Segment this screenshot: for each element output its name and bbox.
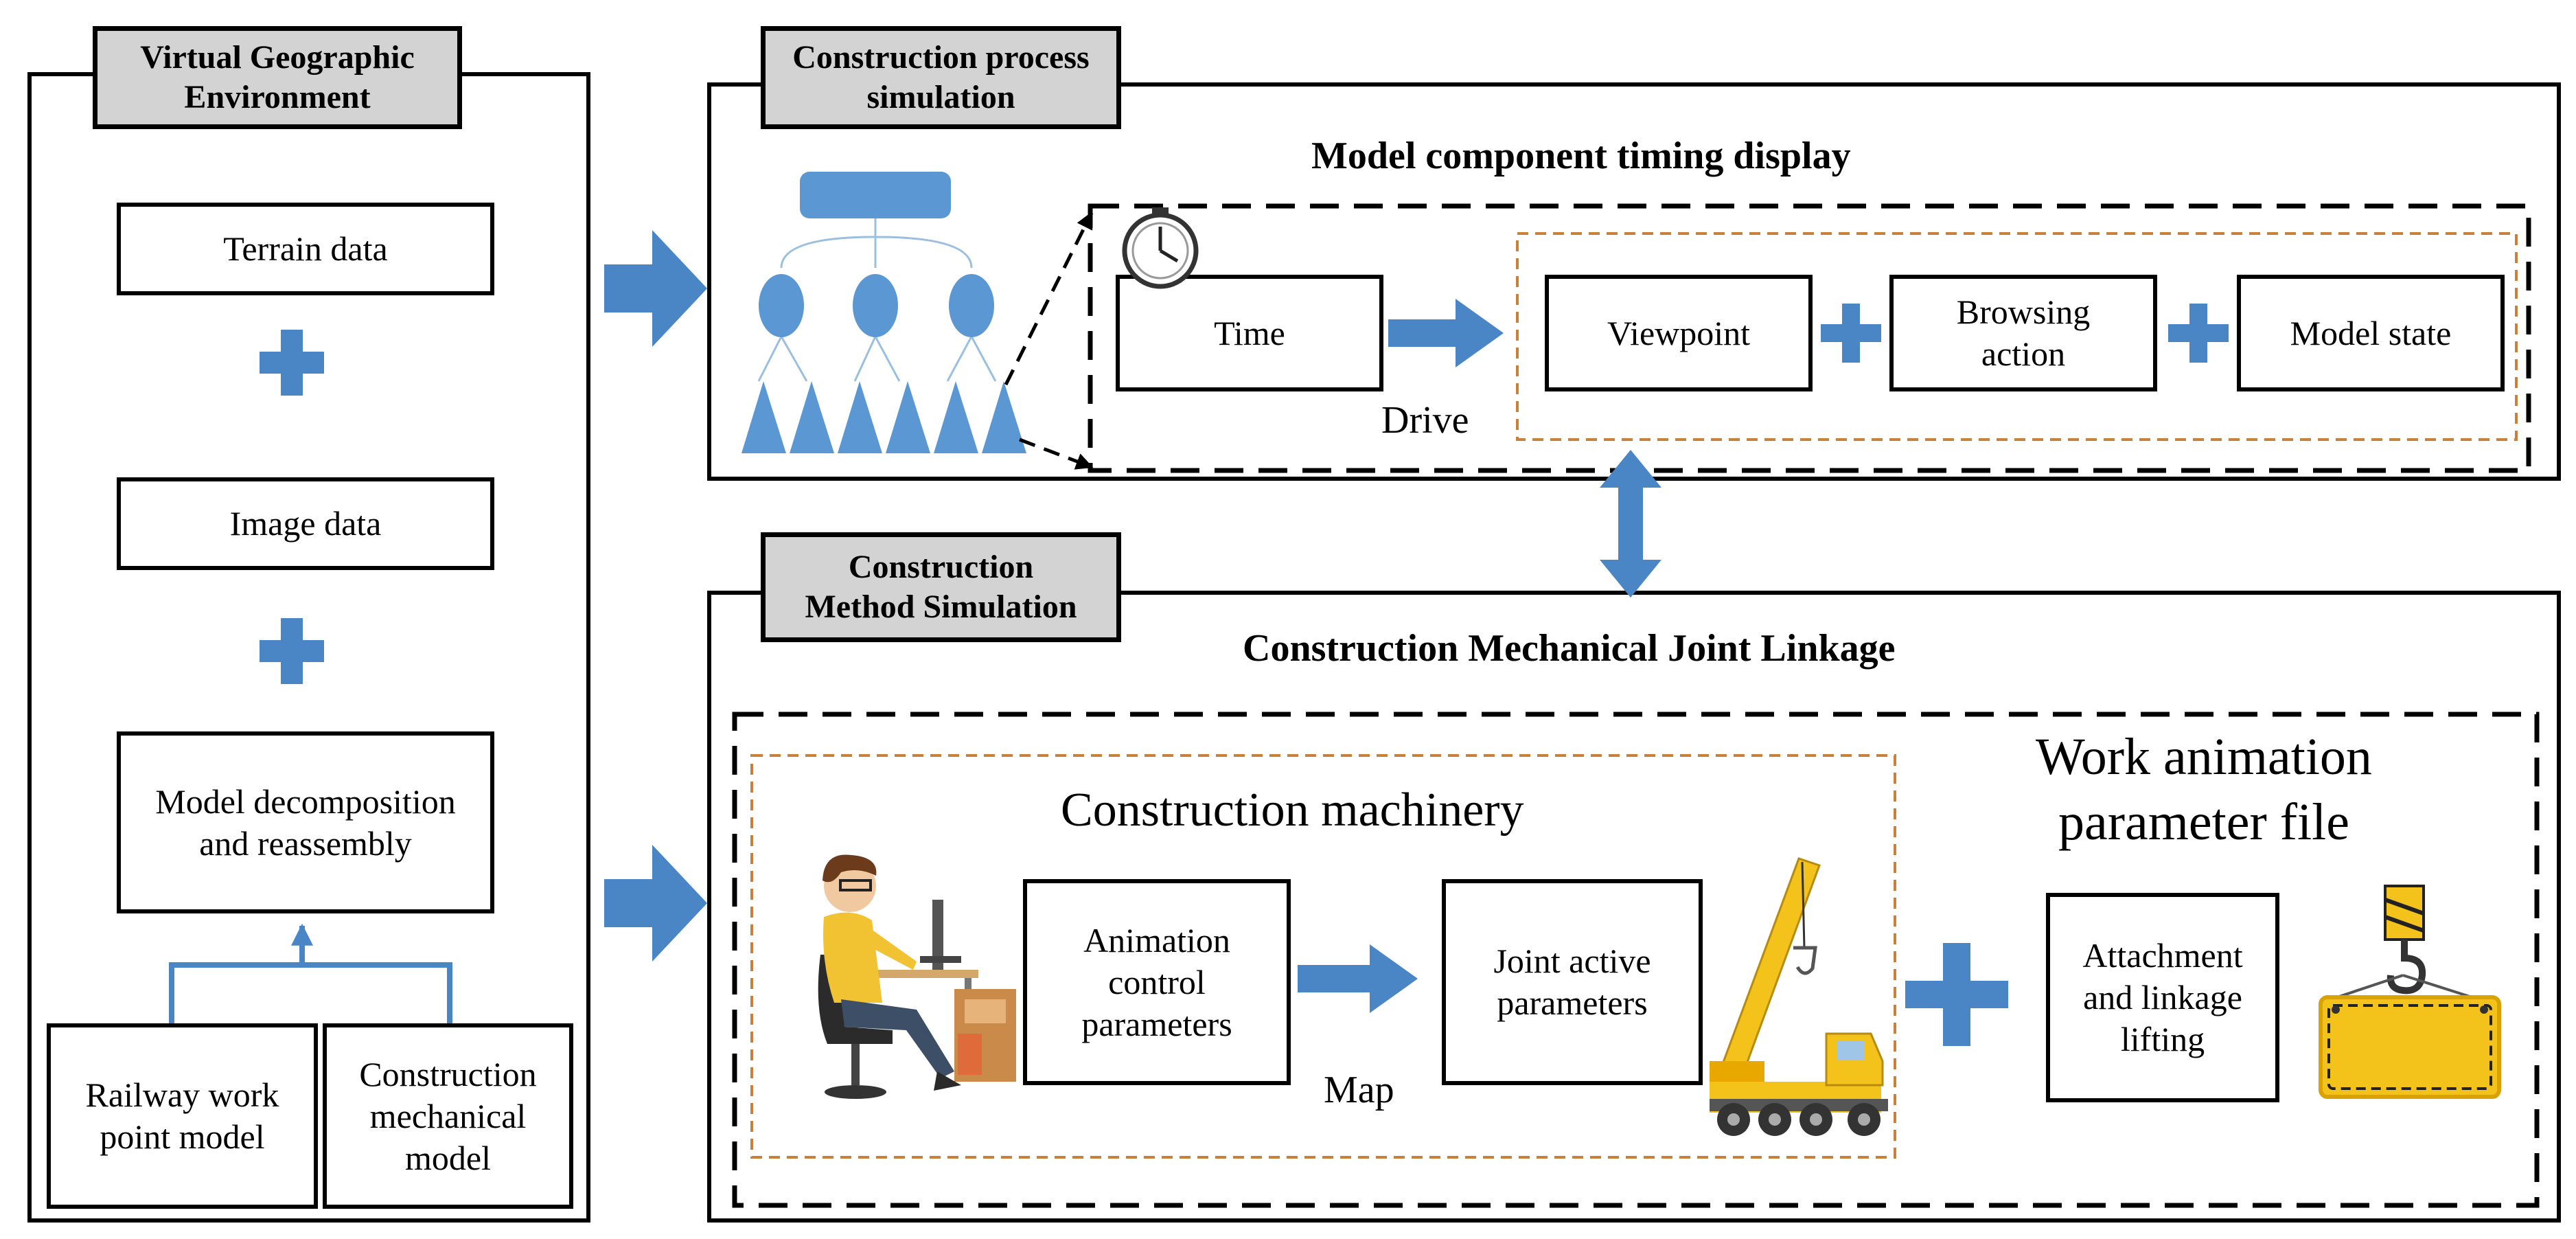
plus-icon xyxy=(260,330,324,396)
mechanical-model-text: Construction mechanical model xyxy=(359,1054,537,1177)
right-arrow-icon xyxy=(604,845,707,962)
terrain-data-text: Terrain data xyxy=(223,229,388,268)
hook-sign-icon xyxy=(2319,885,2501,1099)
model-decomposition-text: Model decomposition and reassembly xyxy=(155,782,456,863)
joint-active-text: Joint active parameters xyxy=(1493,942,1651,1022)
process-simulation-title: Construction process simulation xyxy=(761,26,1121,129)
viewpoint-box: Viewpoint xyxy=(1545,275,1813,391)
railway-model-text: Railway work point model xyxy=(85,1076,279,1156)
crane-truck-icon xyxy=(1710,857,1888,1136)
time-box: Time xyxy=(1116,275,1383,391)
plus-icon xyxy=(1821,304,1881,363)
work-animation-text: Work animation parameter file xyxy=(2036,728,2372,851)
timing-display-subtitle: Model component timing display xyxy=(1311,135,1851,177)
connector-lines xyxy=(169,923,452,1023)
process-simulation-title-text: Construction process simulation xyxy=(792,39,1090,115)
model-decomposition-box: Model decomposition and reassembly xyxy=(117,731,494,913)
railway-model-box: Railway work point model xyxy=(47,1023,318,1209)
state-orange-frame xyxy=(1516,232,2518,441)
worker-at-desk-icon xyxy=(818,854,1016,1099)
time-text: Time xyxy=(1214,313,1285,352)
viewpoint-text: Viewpoint xyxy=(1607,313,1751,352)
terrain-data-box: Terrain data xyxy=(117,203,494,295)
joint-active-box: Joint active parameters xyxy=(1442,879,1703,1085)
model-state-box: Model state xyxy=(2237,275,2505,391)
plus-icon xyxy=(2168,304,2229,363)
plus-icon xyxy=(1905,943,2008,1046)
model-state-text: Model state xyxy=(2290,313,2452,352)
image-data-box: Image data xyxy=(117,477,494,570)
method-simulation-title-text: Construction Method Simulation xyxy=(805,549,1077,625)
animation-control-text: Animation control parameters xyxy=(1081,920,1232,1043)
right-arrow-icon xyxy=(604,230,707,347)
image-data-text: Image data xyxy=(229,504,382,543)
drive-label: Drive xyxy=(1381,399,1469,442)
clock-icon xyxy=(1122,207,1199,289)
virtual-geographic-title-text: Virtual Geographic Environment xyxy=(140,39,415,115)
virtual-geographic-title: Virtual Geographic Environment xyxy=(93,26,462,129)
browsing-action-box: Browsing action xyxy=(1889,275,2157,391)
animation-control-box: Animation control parameters xyxy=(1023,879,1291,1085)
joint-linkage-subtitle: Construction Mechanical Joint Linkage xyxy=(1243,627,1896,670)
map-label: Map xyxy=(1324,1069,1394,1111)
double-arrow-icon xyxy=(1600,450,1661,598)
dashed-arrow xyxy=(1004,211,1094,386)
attachment-lifting-text: Attachment and linkage lifting xyxy=(2082,936,2243,1058)
right-arrow-icon xyxy=(1298,944,1418,1013)
work-animation-label: Work animation parameter file xyxy=(1994,725,2413,855)
linkage-dashed-frame xyxy=(732,712,2540,1208)
machinery-orange-frame xyxy=(750,754,1896,1159)
method-simulation-title: Construction Method Simulation xyxy=(761,532,1121,642)
dashed-arrow xyxy=(1019,437,1094,470)
tree-hierarchy-icon xyxy=(741,172,1026,453)
plus-icon xyxy=(260,618,324,684)
right-arrow-icon xyxy=(1388,299,1504,367)
attachment-lifting-box: Attachment and linkage lifting xyxy=(2046,893,2279,1102)
mechanical-model-box: Construction mechanical model xyxy=(323,1023,573,1209)
browsing-action-text: Browsing action xyxy=(1956,293,2091,373)
timing-dashed-frame xyxy=(1088,203,2531,473)
construction-machinery-label: Construction machinery xyxy=(1061,784,1524,837)
